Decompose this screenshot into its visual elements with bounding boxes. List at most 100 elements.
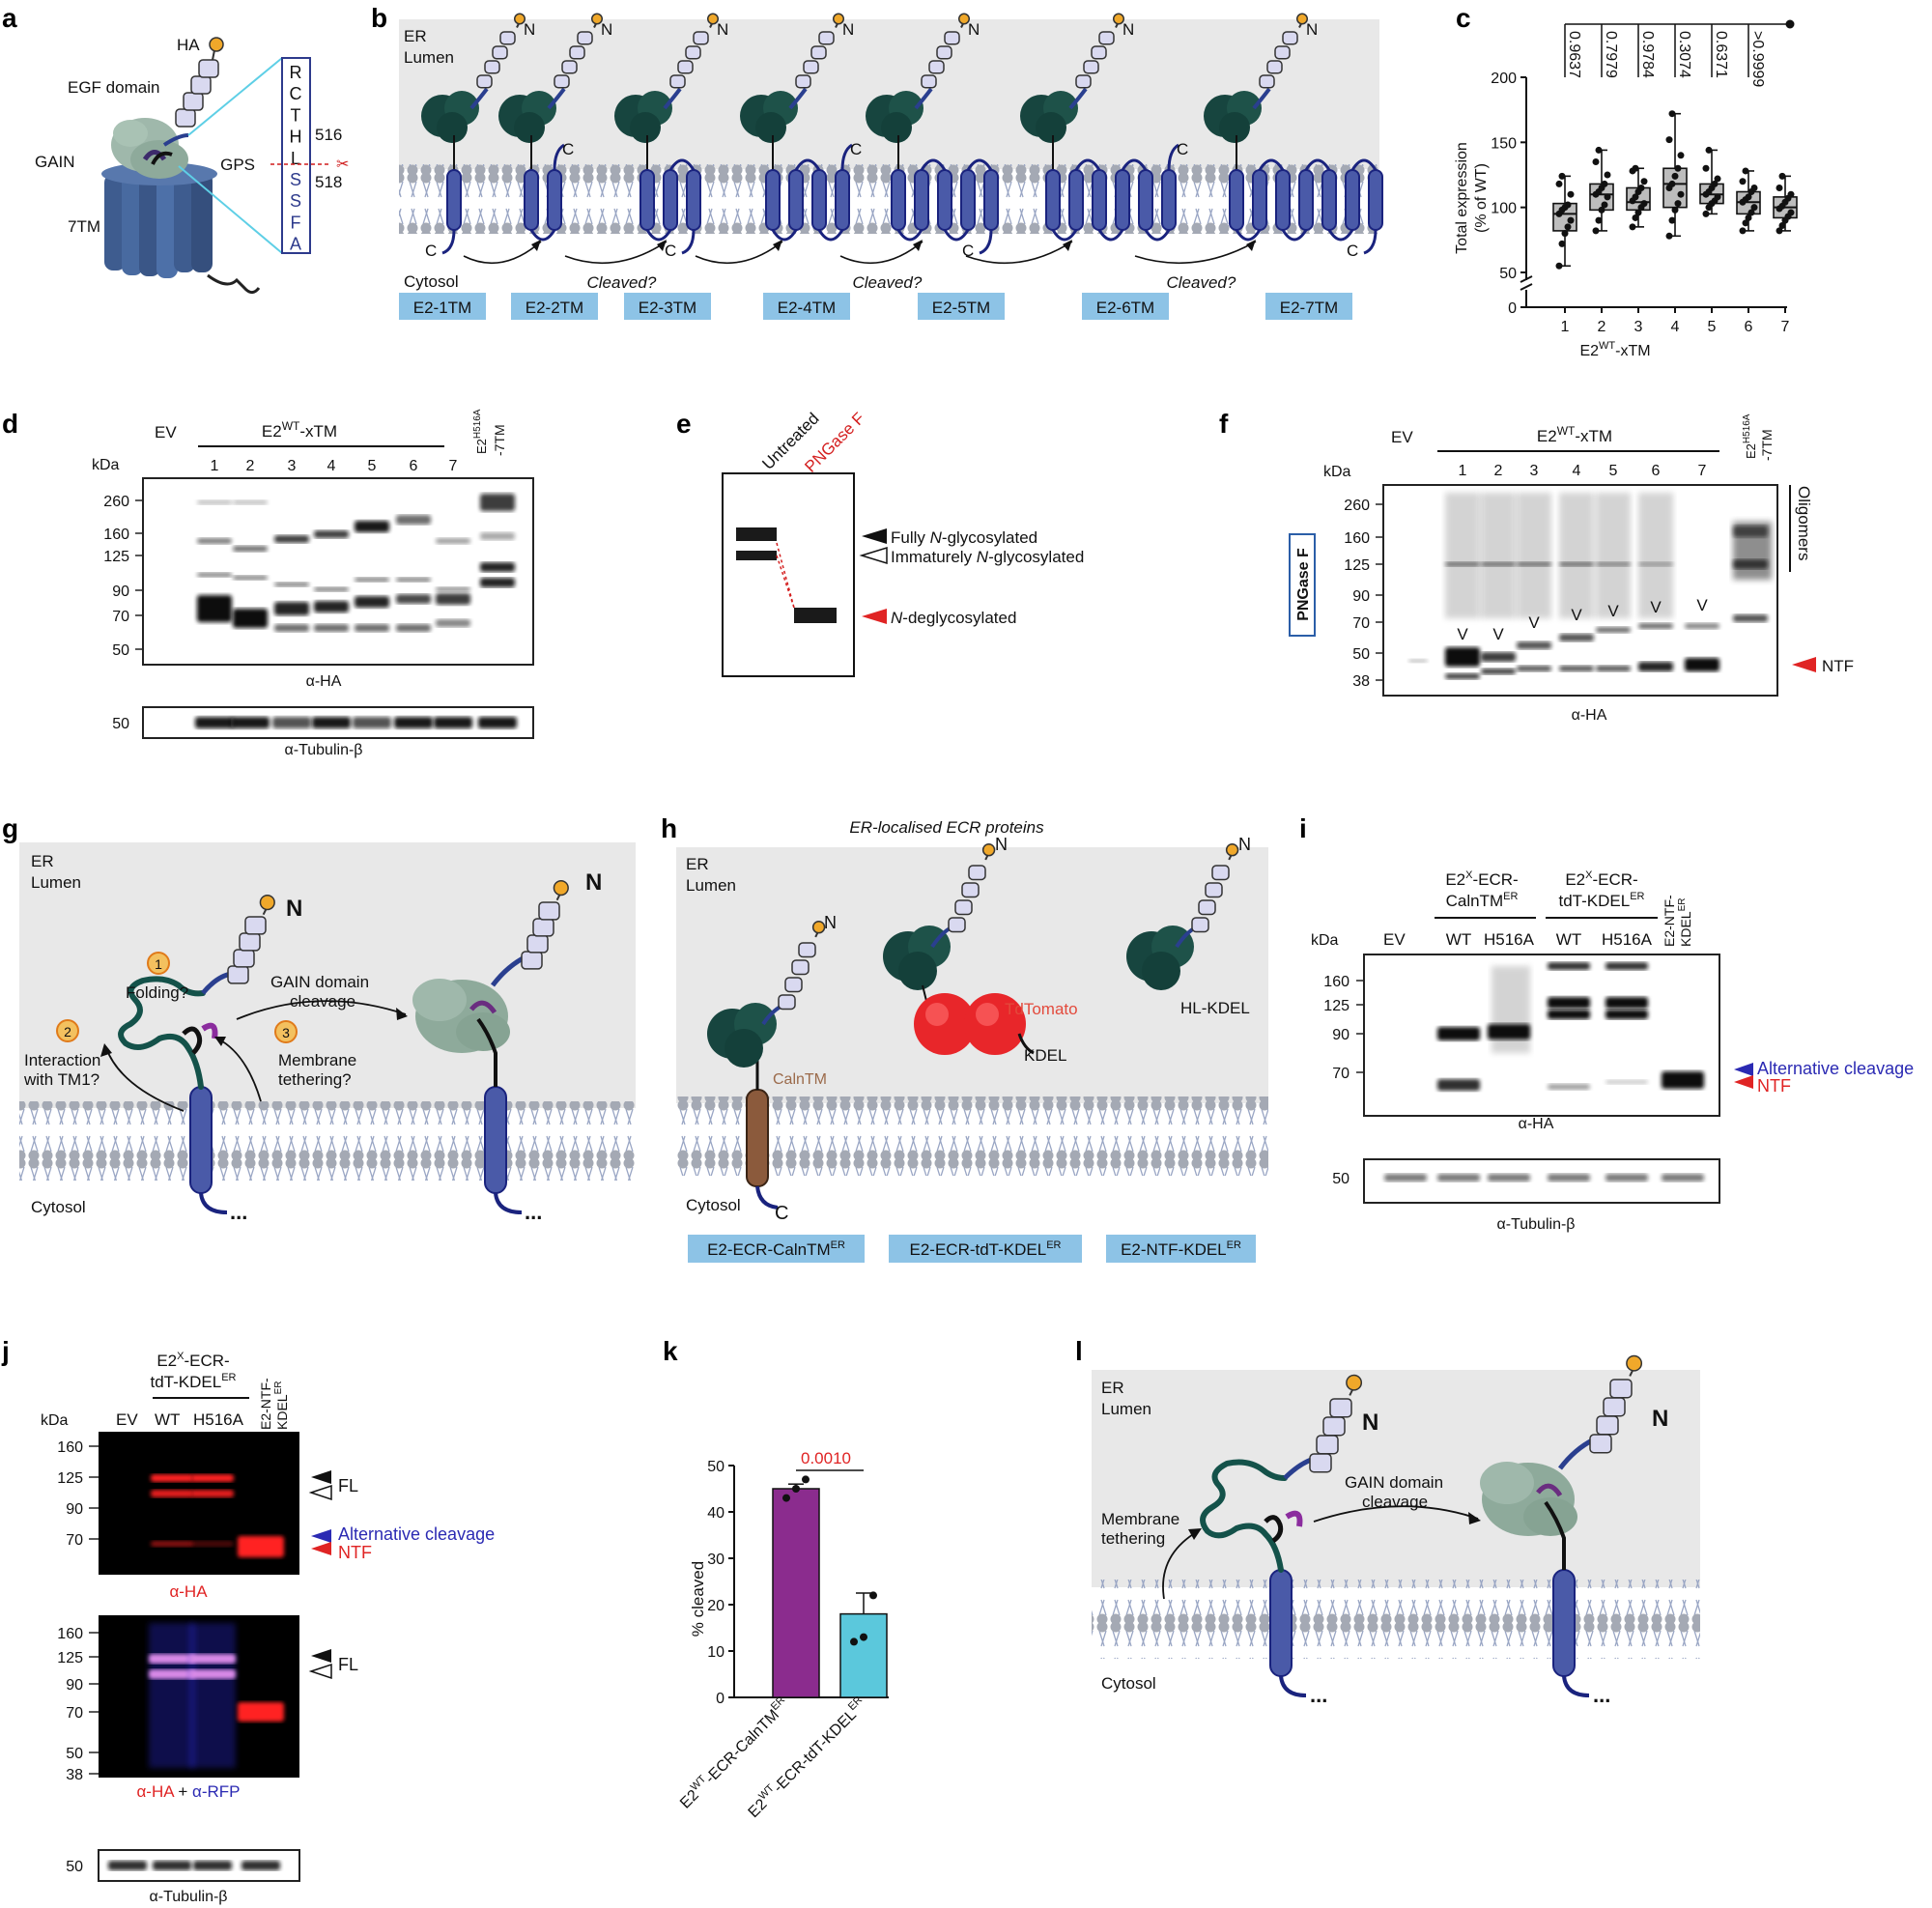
b-construct-5-gain-lobe2	[881, 112, 912, 143]
b-construct-4-linker	[788, 87, 808, 110]
ha-label: HA	[177, 36, 200, 54]
c-point-2-11	[1592, 158, 1600, 166]
i-lane-4: H516A	[1602, 930, 1653, 949]
f-band-6-1	[1638, 623, 1673, 629]
b-construct-3-egf-4	[693, 31, 709, 45]
panel-letter-d: d	[2, 409, 18, 439]
b-construct-7-egf-3	[1274, 45, 1291, 60]
j-ntf-label: NTF	[338, 1543, 372, 1562]
j-lane-h516a: H516A	[193, 1410, 244, 1429]
d-band-2-4	[233, 499, 268, 505]
l-right-egf-3	[1603, 1397, 1626, 1417]
j-tub-band-3	[193, 1861, 232, 1870]
h-cytosol-label: Cytosol	[686, 1196, 741, 1214]
b-construct-5-egf-2	[928, 60, 945, 74]
j-mid-band-fl1-2	[189, 1654, 236, 1664]
c-xtick-label-1: 1	[1561, 319, 1570, 335]
membrane-bilayer	[399, 164, 1379, 234]
i-tubulin-blot: 50	[1332, 1158, 1720, 1204]
b-construct-5-egf-3	[936, 45, 952, 60]
i-ev-label: EV	[1383, 930, 1406, 949]
b-construct-1-cterm	[441, 229, 456, 255]
i-band-6-1	[1662, 1071, 1704, 1089]
c-xtick-label-3: 3	[1634, 319, 1643, 335]
b-construct-box-5	[918, 293, 1005, 320]
f-smear-4	[1559, 493, 1594, 618]
b-construct-5-tm-5	[983, 169, 999, 231]
h-construct-box-3	[1106, 1235, 1256, 1263]
c-point-2-9	[1601, 180, 1608, 187]
h-hl-egf-1	[1191, 917, 1209, 933]
b-construct-4-egf-1	[795, 74, 811, 89]
h-hl-egf-2	[1198, 899, 1216, 916]
j-mid-marker-125: 125	[57, 1650, 83, 1666]
d-marker-125: 125	[103, 549, 129, 565]
j-top-band-wt-2	[151, 1490, 193, 1497]
b-construct-2-cterm	[553, 143, 565, 171]
b-construct-4-cterm	[840, 143, 853, 171]
g-membrane-bilayer	[19, 1101, 636, 1181]
f-lane-number-2: 2	[1494, 463, 1503, 479]
i-tub-band-4	[1548, 1174, 1590, 1182]
svg-text:C: C	[775, 1203, 788, 1224]
g-interaction-line1: Interaction	[24, 1051, 100, 1069]
h-tdt-egf-1	[948, 917, 966, 933]
residue-1: R	[290, 63, 302, 82]
c-point-1-9	[1564, 201, 1572, 209]
c-point-4-9	[1674, 164, 1682, 172]
l-er-label: ER	[1101, 1379, 1124, 1397]
h-construct-box-2	[889, 1235, 1082, 1263]
f-v-mark-1: V	[1457, 625, 1468, 643]
step-2-marker	[56, 1019, 79, 1042]
b-construct-4-egf-4	[818, 31, 835, 45]
j-fl-arrow-filled-2	[311, 1649, 331, 1663]
b-construct-2-egf-2	[561, 60, 578, 74]
b-construct-6-loop-4	[1121, 158, 1148, 171]
c-point-7-1	[1776, 227, 1783, 235]
c-point-4-2	[1668, 216, 1676, 224]
b-transition-arrow-4	[839, 241, 923, 264]
c-point-5-5	[1714, 193, 1721, 201]
c-point-6-12	[1742, 167, 1749, 175]
f-band-7-2	[1685, 658, 1719, 671]
i-last-line2: KDELER	[1677, 898, 1693, 947]
position-516: 516	[315, 126, 342, 144]
e-arrow-immature	[859, 546, 888, 565]
j-ntf-arrow	[311, 1542, 331, 1555]
b-cleaved-label-6: Cleaved?	[1167, 273, 1236, 292]
b-construct-7-egf-4	[1282, 31, 1298, 45]
b-construct-3-gain-lobe2	[630, 112, 661, 143]
b-construct-4-loop-2	[794, 158, 821, 171]
d-lane-number-1: 1	[211, 458, 219, 474]
f-ntf-arrow	[1792, 657, 1816, 672]
j-top-marker-125: 125	[57, 1470, 83, 1487]
k-ytick-label-50: 50	[707, 1459, 724, 1475]
b-construct-6-egf-1	[1075, 74, 1092, 89]
c-point-4-4	[1674, 200, 1682, 208]
b-construct-7-gain-lobe2	[1219, 112, 1250, 143]
panel-letter-b: b	[371, 3, 387, 33]
c-point-6-2	[1742, 219, 1749, 227]
h-n-label-3: N	[1238, 835, 1251, 854]
k-point-1-3	[802, 1475, 810, 1484]
b-construct-label-3: E2-3TM	[639, 299, 696, 317]
zoom-line-bottom	[178, 165, 283, 254]
b-construct-5-c-label: C	[962, 242, 974, 260]
b-construct-6-tm-1	[1045, 169, 1061, 231]
b-transition-arrow-6	[1134, 241, 1257, 265]
d-lane-number-2: 2	[246, 458, 255, 474]
g-cleavage-arrow	[236, 1000, 407, 1020]
d-kda-label: kDa	[92, 457, 120, 473]
c-xtick-label-4: 4	[1671, 319, 1680, 335]
b-transition-arrow-5	[965, 241, 1073, 265]
e-degly-label: N-deglycosylated	[891, 609, 1016, 627]
b-construct-7-egf-2	[1266, 60, 1283, 74]
gain-domain-icon	[111, 118, 188, 179]
gps-sequence-box	[281, 57, 311, 254]
g-tether-arrowhead	[214, 1037, 226, 1046]
l-egf-chains	[1309, 1354, 1643, 1473]
